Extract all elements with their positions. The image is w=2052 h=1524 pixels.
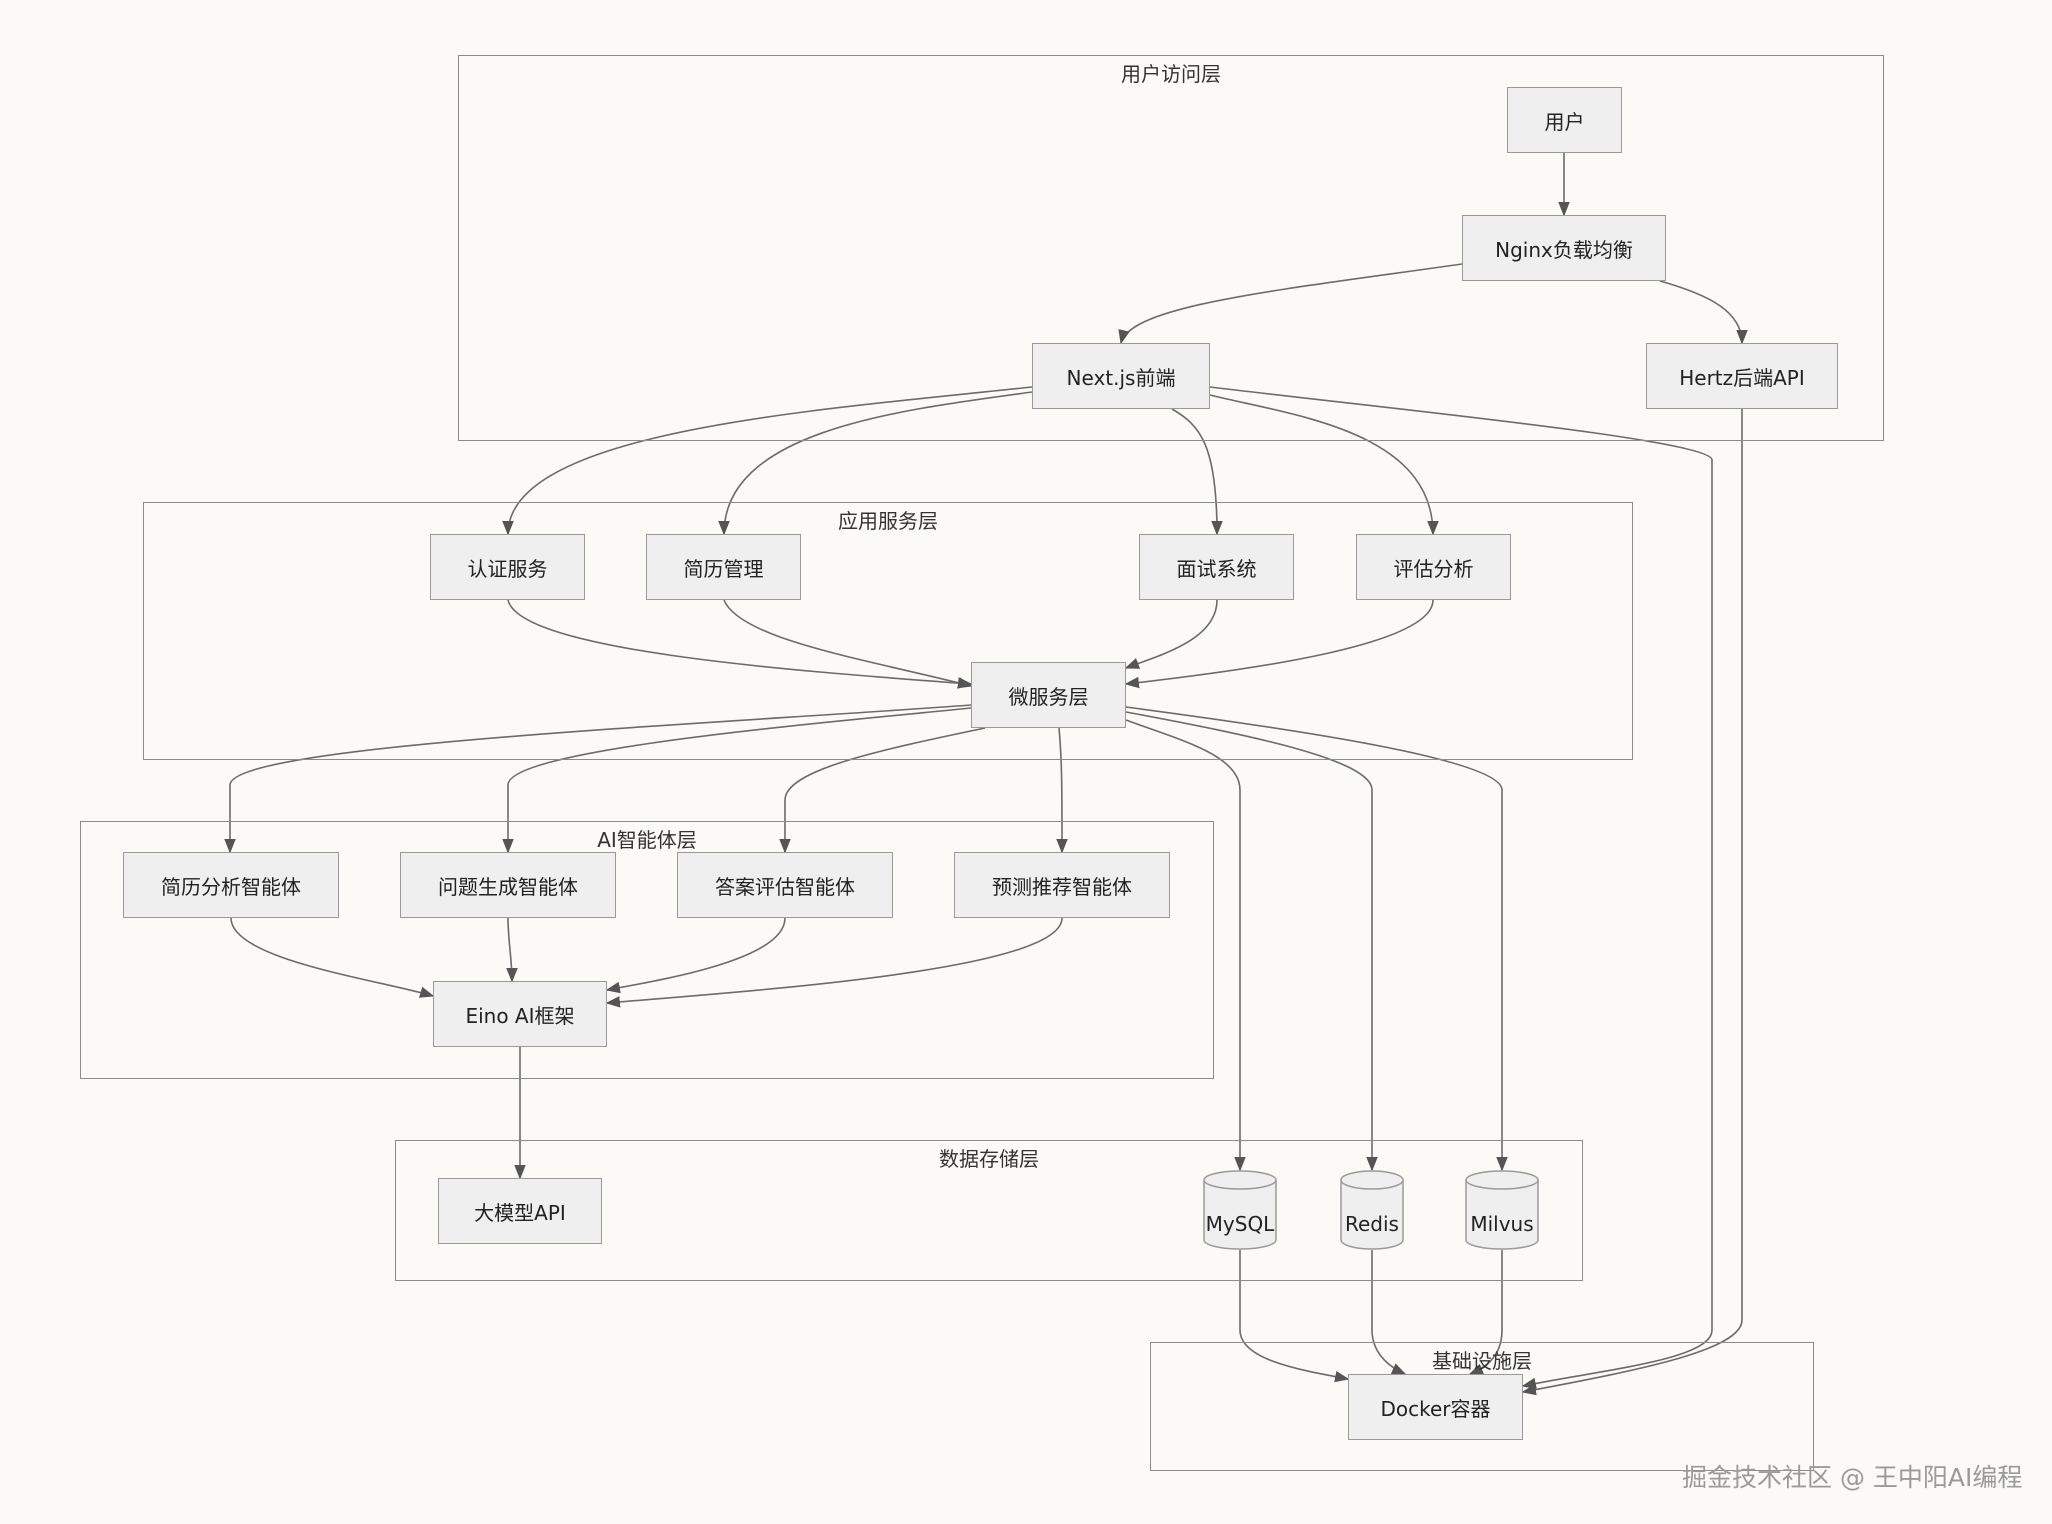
edge-microservice-to-resume-agent (224, 704, 972, 854)
edge-next-frontend-to-docker (1209, 386, 1713, 1390)
layer-ai-title: AI智能体层 (597, 828, 697, 852)
mysql-label: MySQL (1205, 1212, 1275, 1236)
layer-ai: AI智能体层 (80, 821, 1214, 1079)
layer-data: 数据存储层 (395, 1140, 1583, 1281)
edge-mysql-to-docker (1239, 1250, 1350, 1383)
node-redis-database[interactable]: Redis (1340, 1170, 1404, 1250)
node-resume-management[interactable]: 简历管理 (646, 534, 801, 600)
layer-infra: 基础设施层 (1150, 1342, 1814, 1471)
layer-data-title: 数据存储层 (939, 1147, 1039, 1171)
node-user[interactable]: 用户 (1507, 87, 1622, 153)
node-mysql-database[interactable]: MySQL (1203, 1170, 1277, 1250)
node-nextjs-frontend[interactable]: Next.js前端 (1032, 343, 1210, 409)
edge-next-frontend-to-resume (718, 391, 1033, 536)
layer-access-title: 用户访问层 (1121, 62, 1221, 86)
edge-nginx-to-hertz-api (1659, 280, 1748, 345)
edge-nginx-to-next-frontend (1118, 263, 1463, 345)
milvus-label: Milvus (1470, 1212, 1534, 1236)
database-cylinder-icon (1203, 1170, 1277, 1250)
node-docker-container[interactable]: Docker容器 (1348, 1374, 1523, 1440)
node-interview-system[interactable]: 面试系统 (1139, 534, 1294, 600)
node-hertz-backend-api[interactable]: Hertz后端API (1646, 343, 1838, 409)
node-answer-evaluation-agent[interactable]: 答案评估智能体 (677, 852, 893, 918)
edge-microservice-to-predict-agent (1056, 727, 1068, 854)
edge-predict-agent-to-eino (605, 917, 1063, 1008)
node-llm-api[interactable]: 大模型API (438, 1178, 602, 1244)
node-auth-service[interactable]: 认证服务 (430, 534, 585, 600)
node-milvus-database[interactable]: Milvus (1465, 1170, 1539, 1250)
edge-question-agent-to-eino (506, 917, 518, 983)
edge-auth-to-microservice (507, 599, 973, 689)
edge-interview-to-microservice (1124, 599, 1218, 669)
node-eino-ai-framework[interactable]: Eino AI框架 (433, 981, 607, 1047)
edge-next-frontend-to-evaluation (1209, 394, 1439, 536)
edge-microservice-to-question-agent (502, 707, 972, 854)
node-microservice-layer[interactable]: 微服务层 (971, 662, 1126, 728)
edge-redis-to-docker (1371, 1250, 1407, 1375)
edge-microservice-to-answer-agent (779, 727, 986, 854)
edge-evaluation-to-microservice (1124, 599, 1434, 689)
node-question-generation-agent[interactable]: 问题生成智能体 (400, 852, 616, 918)
edge-microservice-to-milvus (1125, 706, 1508, 1172)
watermark: 掘金技术社区 @ 王中阳AI编程 (1682, 1463, 2023, 1492)
edge-microservice-to-mysql (1125, 719, 1246, 1172)
edge-next-frontend-to-auth (502, 386, 1033, 536)
database-cylinder-icon (1340, 1170, 1404, 1250)
edge-resume-agent-to-eino (230, 917, 435, 998)
redis-label: Redis (1345, 1212, 1399, 1236)
edge-milvus-to-docker (1468, 1250, 1503, 1375)
node-resume-analysis-agent[interactable]: 简历分析智能体 (123, 852, 339, 918)
node-nginx-load-balancer[interactable]: Nginx负载均衡 (1462, 215, 1666, 281)
node-evaluation-analysis[interactable]: 评估分析 (1356, 534, 1511, 600)
edge-microservice-to-redis (1125, 711, 1378, 1172)
edge-hertz-api-to-docker (1521, 409, 1743, 1396)
layer-infra-title: 基础设施层 (1432, 1349, 1532, 1373)
layer-app-title: 应用服务层 (838, 509, 938, 533)
edge-answer-agent-to-eino (605, 917, 786, 994)
layer-access: 用户访问层 (458, 55, 1884, 441)
edge-resume-to-microservice (723, 599, 973, 689)
layer-app: 应用服务层 (143, 502, 1633, 760)
node-prediction-recommendation-agent[interactable]: 预测推荐智能体 (954, 852, 1170, 918)
edge-next-frontend-to-interview (1171, 408, 1223, 536)
database-cylinder-icon (1465, 1170, 1539, 1250)
